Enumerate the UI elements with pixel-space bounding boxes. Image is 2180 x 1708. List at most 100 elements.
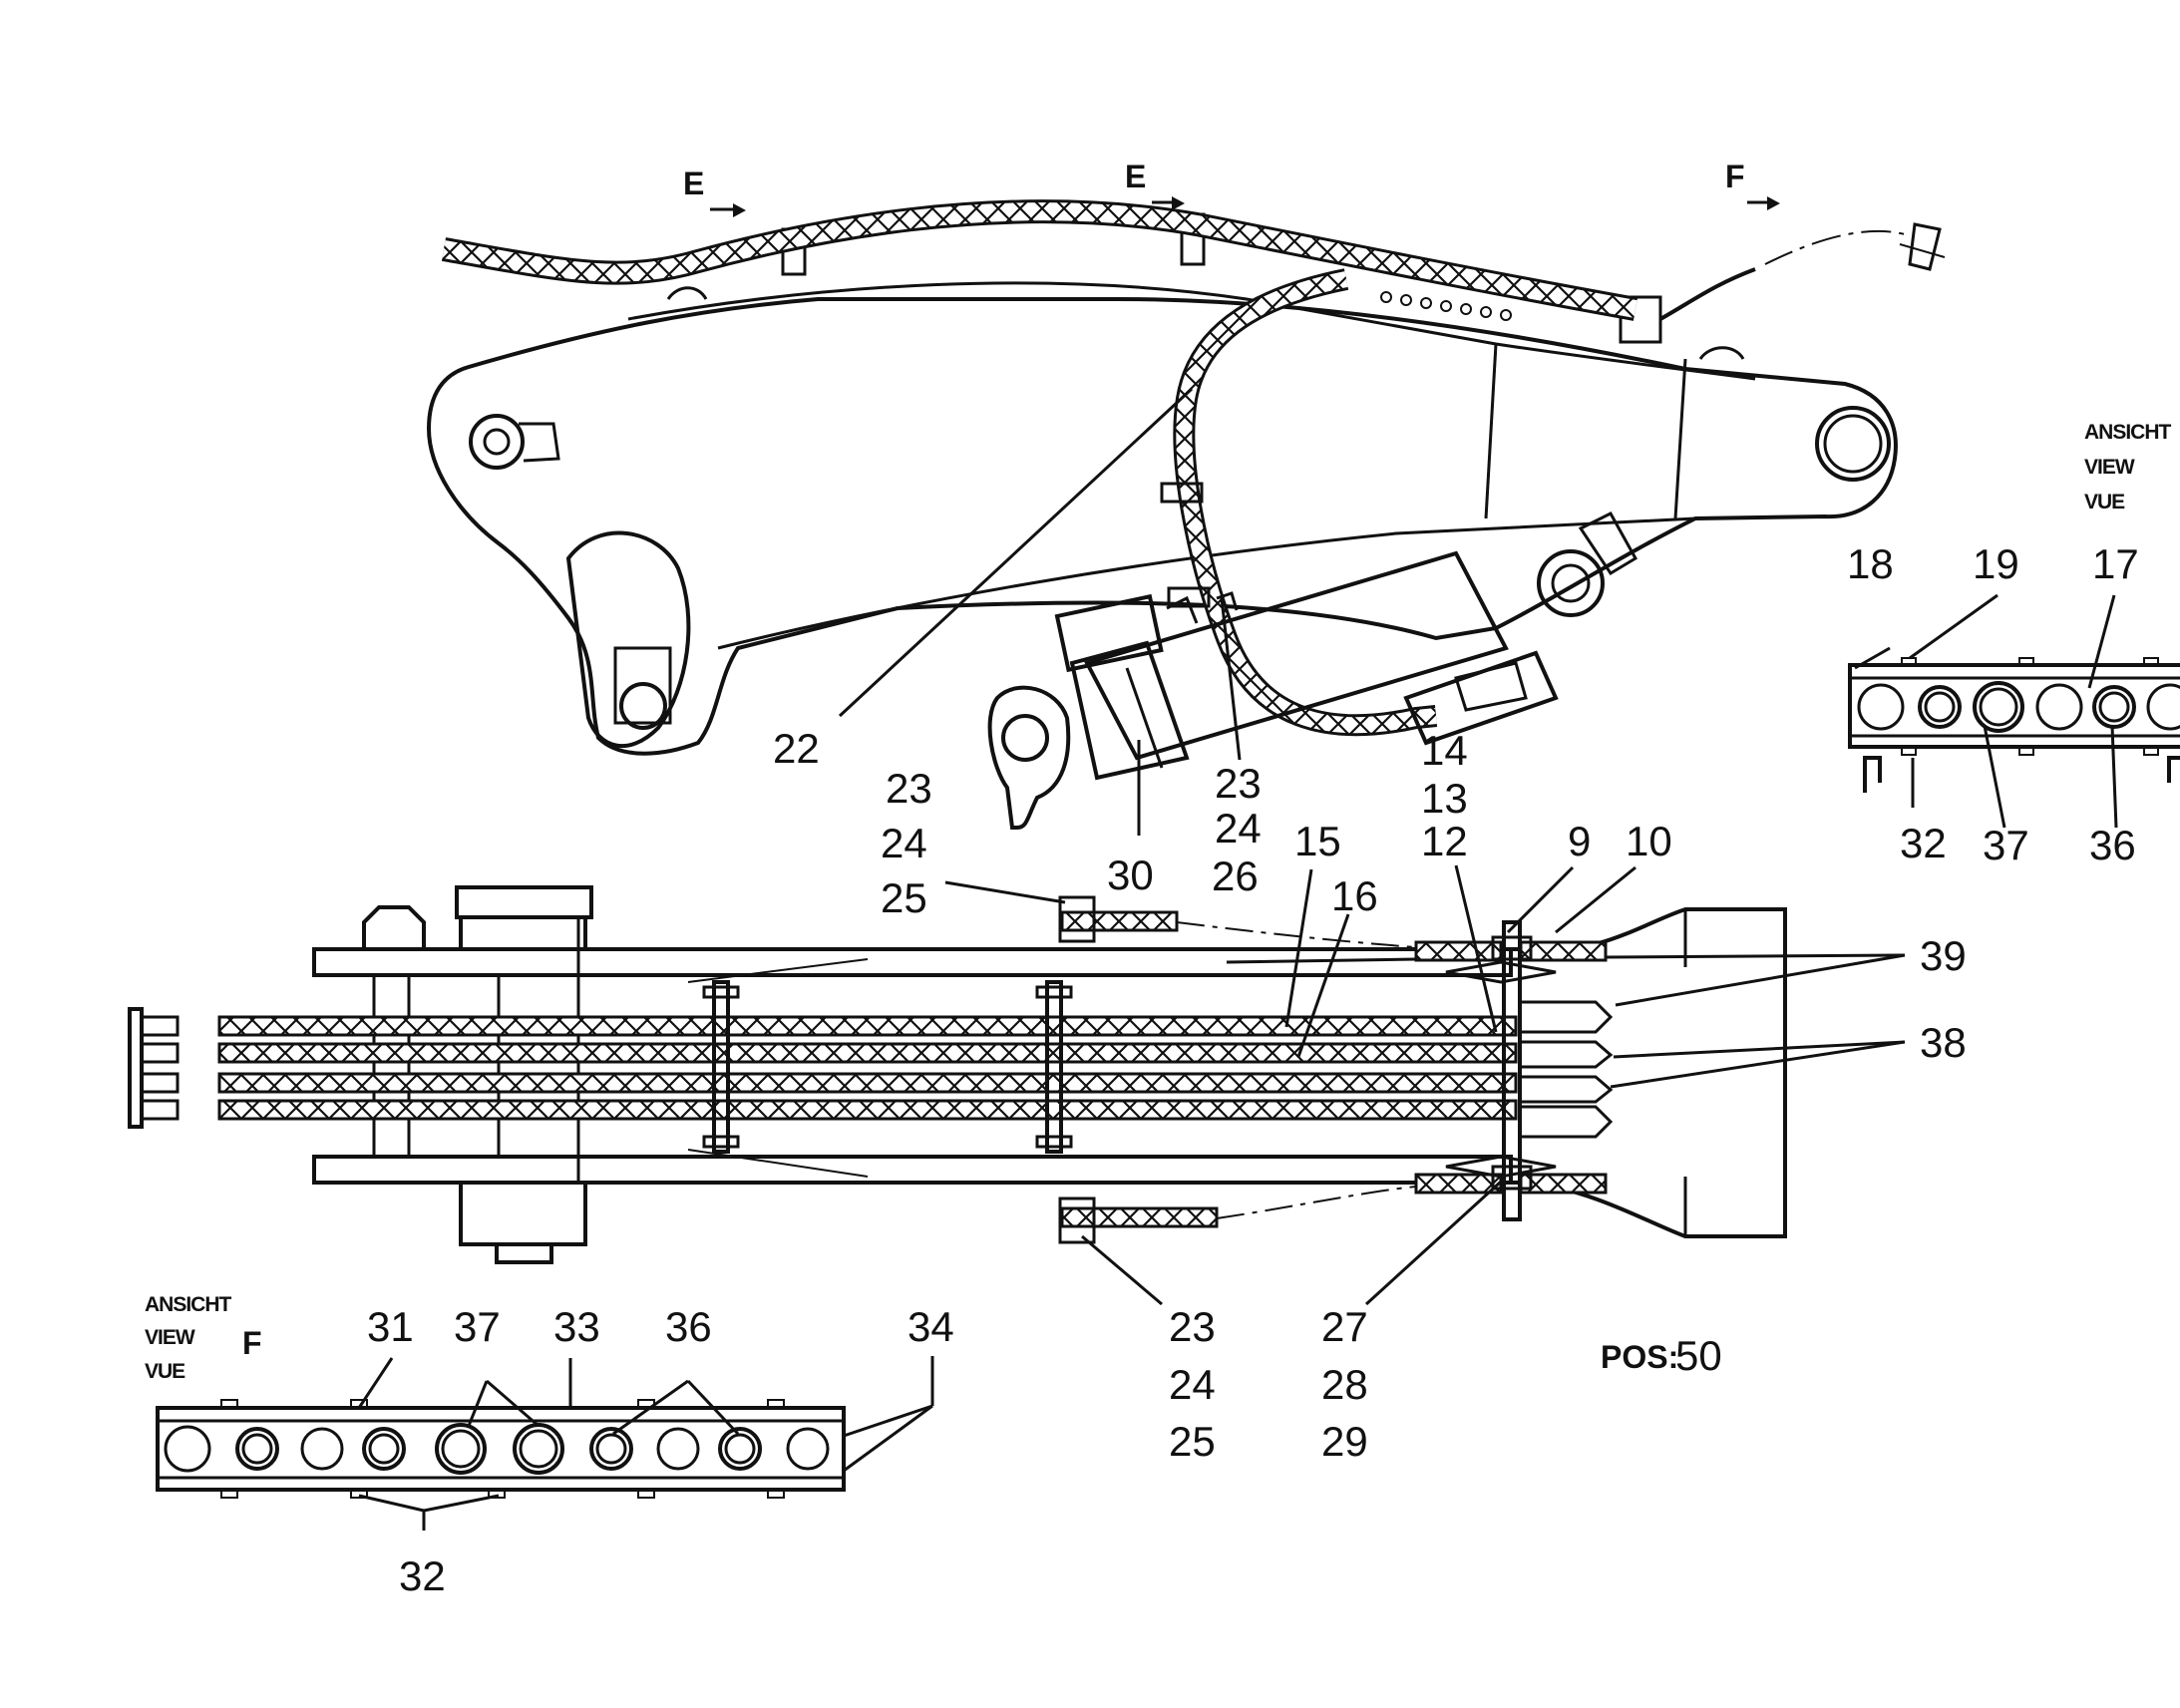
leader-line-37l-a [467, 1380, 489, 1427]
view-f-label-line3: VUE [145, 1360, 185, 1383]
boom-body-outline [426, 297, 1898, 756]
plan-foot-nut [362, 905, 426, 947]
view-e-hose-ports [1857, 681, 2180, 733]
plan-side-hose-bottom [1060, 1206, 1219, 1228]
view-e-label-line1: ANSICHT [2084, 421, 2172, 444]
plan-hose-clamp [712, 980, 730, 1154]
callout-23b: 23 [1215, 760, 1262, 807]
plan-hose-clamp [1045, 980, 1063, 1154]
pos-label: POS: [1601, 1339, 1678, 1375]
plan-manifold-plate [1502, 920, 1522, 1221]
hose-clamp [1160, 482, 1204, 504]
callout-38: 38 [1920, 1019, 1967, 1066]
callout-36l: 36 [665, 1303, 712, 1350]
plan-hoses [217, 1015, 1518, 1121]
callout-27: 27 [1321, 1303, 1368, 1350]
leader-line-34-a [843, 1404, 933, 1438]
callout-labels: 18 19 17 32 37 36 22 23 24 25 30 23 24 2… [367, 540, 2139, 1599]
leader-line-16 [1296, 913, 1350, 1058]
leader-line-36r [2110, 725, 2118, 829]
leader-line-36l-a [612, 1379, 689, 1436]
arrow-label-e2: E [1125, 159, 1146, 194]
callout-32l: 32 [399, 1552, 446, 1599]
callout-26: 26 [1212, 853, 1259, 899]
leader-line-37r [1983, 725, 2006, 829]
boom-foot-pin [619, 682, 667, 730]
top-hose [441, 199, 1638, 321]
cylinder-rod-eye [987, 685, 1071, 830]
boom-foot-plate [613, 646, 672, 725]
pos-value: 50 [1675, 1332, 1722, 1379]
view-e-block [1848, 663, 2180, 749]
callout-31: 31 [367, 1303, 414, 1350]
view-e-label-line2: VIEW [2084, 456, 2135, 479]
boom-head-pin [1815, 406, 1891, 482]
boom-foot-eye-inner [483, 428, 511, 456]
plan-foot-pin-body [459, 1181, 587, 1246]
view-f-hose-ports [164, 1423, 830, 1475]
leader-line-36l-b [686, 1379, 740, 1436]
view-f-label-line1: ANSICHT [145, 1293, 232, 1316]
leader-line-23b [1220, 597, 1242, 761]
view-e-detail: ANSICHT VIEW VUE [1848, 421, 2180, 829]
boom-foot-lug [519, 422, 560, 463]
callout-9: 9 [1568, 818, 1591, 864]
plan-side-hose-top [1060, 910, 1179, 932]
callout-15: 15 [1294, 818, 1341, 864]
boom-foot-bracket [565, 530, 691, 748]
callout-13: 13 [1421, 775, 1468, 822]
callout-18: 18 [1847, 540, 1894, 587]
callout-33: 33 [553, 1303, 600, 1350]
hose-centerline [1764, 229, 1906, 265]
callout-23a: 23 [886, 765, 932, 812]
leader-line-9 [1506, 865, 1575, 934]
view-f-detail: ANSICHT VIEW VUE F [145, 1293, 934, 1531]
leader-line-32l-b [423, 1494, 500, 1513]
leader-line-31 [357, 1357, 394, 1409]
boom-side-view [426, 199, 1946, 836]
cylinder-bracket-pin [1537, 549, 1605, 617]
hose-end-coupling [1908, 222, 1942, 271]
leader-line-19 [1909, 593, 1998, 660]
callout-36r: 36 [2089, 822, 2136, 868]
callout-12: 12 [1421, 818, 1468, 864]
section-arrows: E E F [683, 159, 1780, 217]
view-e-label-line3: VUE [2084, 491, 2125, 513]
plan-foot-pin-cap [455, 885, 593, 919]
leader-line-39b [1605, 953, 1906, 959]
leader-line-37l-b [486, 1379, 540, 1428]
plan-foot-pin-cap [495, 1242, 553, 1264]
cylinder-rod-pin [1001, 714, 1049, 762]
leader-line-38b [1610, 1040, 1906, 1089]
view-f-bolts [220, 1399, 785, 1499]
leader-line-10 [1555, 865, 1636, 934]
callout-14: 14 [1421, 727, 1468, 774]
boom-plate-line [1673, 358, 1687, 519]
callout-19: 19 [1973, 540, 2019, 587]
callout-37l: 37 [454, 1303, 501, 1350]
hose-clamp [1619, 295, 1662, 344]
leader-line-12 [1454, 864, 1498, 1033]
callout-39: 39 [1920, 932, 1967, 979]
hose-clamp [1167, 586, 1211, 608]
plan-foot-pin-body [459, 915, 587, 951]
leader-line-32l-a [358, 1494, 425, 1513]
boom-foot-eye [469, 414, 525, 470]
hydraulic-cylinder [1054, 550, 1559, 781]
callout-10: 10 [1626, 818, 1672, 864]
leader-line-17 [2087, 594, 2116, 689]
bolt-row [1380, 291, 1512, 321]
view-f-letter: F [242, 1325, 262, 1361]
callout-24a: 24 [881, 820, 927, 866]
leader-line-34-b [843, 1404, 933, 1473]
callout-25c: 25 [1169, 1418, 1216, 1465]
callout-24b: 24 [1215, 805, 1262, 852]
plan-hose-fittings [128, 1007, 180, 1129]
arrow-label-e1: E [683, 166, 704, 201]
plan-manifold-fittings [1414, 935, 1614, 1195]
callout-17: 17 [2092, 540, 2139, 587]
arrow-label-f1: F [1725, 159, 1745, 194]
boom-plan-view [128, 864, 1906, 1306]
boom-lug [1698, 346, 1745, 360]
